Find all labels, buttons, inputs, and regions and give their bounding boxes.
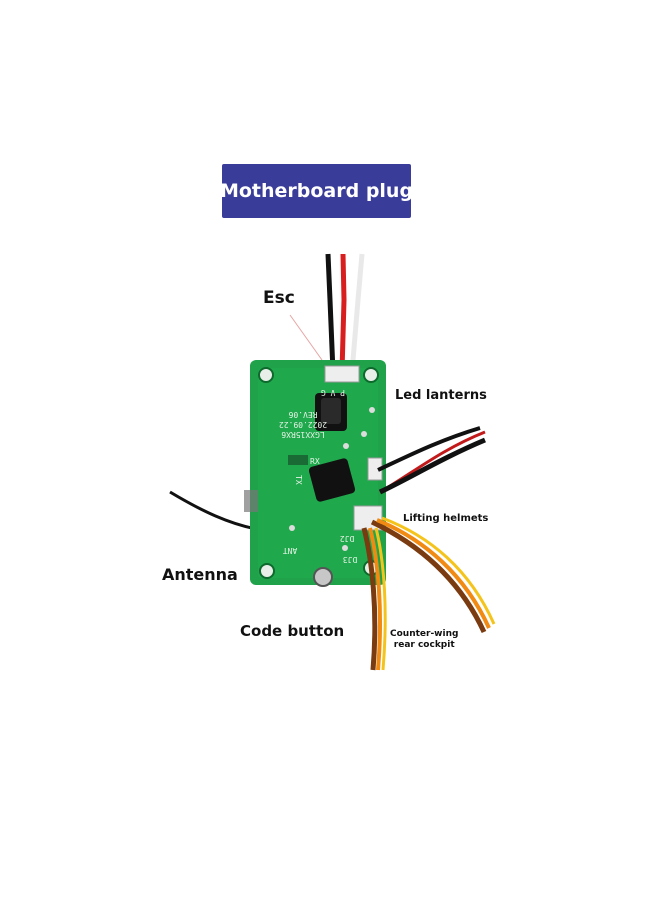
servo2-wire-yellow (381, 516, 496, 625)
board-dj2-text: DJ2 (340, 534, 355, 543)
board-rev-text: REV.06 (288, 410, 317, 419)
esc-wire-black (325, 253, 336, 373)
mount-hole (258, 367, 274, 383)
chip (288, 455, 308, 465)
lifting-helmets-label: Lifting helmets (403, 513, 489, 524)
mount-hole (363, 367, 379, 383)
board-date-text: 2022.09.22 (279, 420, 327, 429)
board-ant-text: ANT (283, 546, 298, 555)
esc-wire-red (339, 253, 347, 373)
board-model-text: LGXX15RX6 (281, 430, 325, 439)
esc-label: Esc (263, 288, 295, 308)
board-pvg-text: P V G (321, 388, 345, 397)
board-dj3-text: DJ3 (343, 555, 358, 564)
code-button (313, 567, 333, 587)
antenna-pad (244, 490, 258, 512)
board-rx-text: RX (310, 457, 320, 466)
servo-wire-orange (368, 527, 382, 671)
esc-pointer (289, 314, 323, 361)
esc-wire-white (349, 253, 365, 373)
code-button-label: Code button (240, 622, 345, 640)
counter-wing-line1: Counter-wing (390, 629, 459, 639)
mount-hole (259, 563, 275, 579)
counter-wing-line2: rear cockpit (393, 640, 455, 650)
servo-wire-brown (361, 527, 378, 671)
servo-wire-yellow (374, 527, 387, 671)
counter-wing-label: Counter-wing rear cockpit (390, 629, 458, 651)
antenna-label: Antenna (162, 565, 238, 584)
led-lanterns-label: Led lanterns (395, 388, 487, 403)
servo2-wire-orange (376, 518, 491, 629)
board-tx-text: TX (294, 475, 303, 485)
servo2-wire-brown (370, 519, 487, 634)
led-wire-black (377, 426, 481, 472)
inductor (308, 458, 356, 502)
title-banner: Motherboard plug (220, 164, 413, 218)
esc-connector (324, 365, 360, 383)
